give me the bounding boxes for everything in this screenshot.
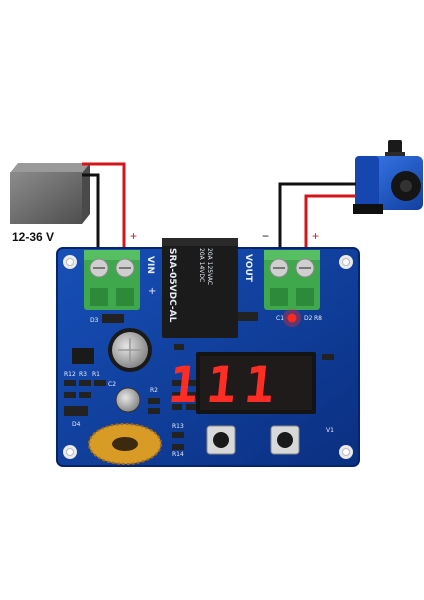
output-terminal-block <box>264 250 320 310</box>
silk-r12: R12 <box>64 371 76 378</box>
input-red-wire <box>82 162 126 262</box>
seven-segment-display <box>196 352 316 414</box>
silk-c1-top: C1 <box>276 315 284 322</box>
silk-v1: V1 <box>326 427 334 434</box>
silk-r14: R14 <box>172 451 184 458</box>
diode-d4 <box>64 406 88 416</box>
battery <box>10 163 90 224</box>
smd-resistor-row <box>64 380 106 398</box>
electrolytic-capacitor <box>108 328 152 372</box>
push-button-right[interactable] <box>270 425 300 455</box>
output-red-wire <box>304 194 356 262</box>
silk-c2: C2 <box>108 381 116 388</box>
smd-r13 <box>172 432 184 438</box>
input-plus-sign: + <box>130 229 137 243</box>
toroidal-inductor <box>88 423 162 465</box>
smd-parts-center <box>148 344 334 414</box>
silk-r2: R2 <box>150 387 158 394</box>
input-black-wire <box>82 173 100 262</box>
push-button-left[interactable] <box>206 425 236 455</box>
relay-rating-line2: 20A 125VAC <box>206 248 213 285</box>
vin-label: VIN <box>145 256 155 274</box>
display-digit-1: 1 <box>165 355 201 414</box>
output-plus-sign: + <box>312 229 319 243</box>
silk-d2: D2 <box>304 315 313 322</box>
output-black-wire <box>278 182 356 262</box>
silk-r13: R13 <box>172 423 184 430</box>
smd-r14 <box>172 444 184 450</box>
capacitor-c1 <box>115 387 141 413</box>
output-minus-sign: − <box>262 229 269 243</box>
vout-label: VOUT <box>243 254 253 283</box>
vin-plus-silk: + <box>148 286 156 297</box>
silk-r3: R3 <box>79 371 87 378</box>
input-terminal-block <box>84 250 140 310</box>
mounting-holes <box>63 255 353 459</box>
relay-model: SRA-05VDC-AL <box>167 248 177 323</box>
display-digit-2: 1 <box>203 355 239 414</box>
relay-rating-line1: 20A 14VDC <box>198 248 205 282</box>
relay <box>162 238 238 338</box>
status-led <box>287 313 297 323</box>
water-pump <box>353 140 423 214</box>
ic-chip <box>72 348 94 364</box>
battery-voltage-label: 12-36 V <box>12 230 54 244</box>
silk-d4: D4 <box>72 421 81 428</box>
silk-d3: D3 <box>90 317 99 324</box>
display-digit-3: 1 <box>241 355 277 414</box>
smd-resistor-top <box>238 312 258 321</box>
silk-r1: R1 <box>92 371 100 378</box>
silk-r8: R8 <box>314 315 322 322</box>
diode-d3 <box>102 314 124 323</box>
